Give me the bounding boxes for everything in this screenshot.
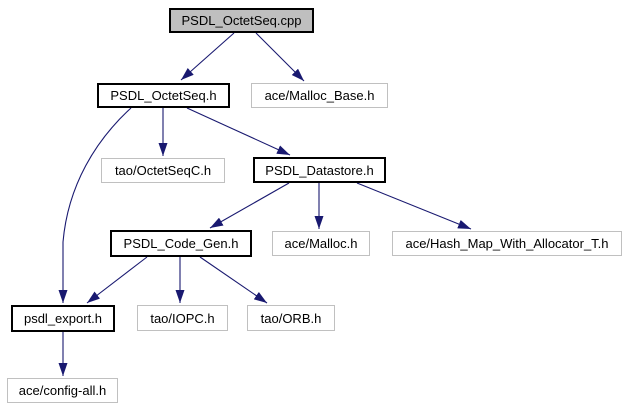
edge-psdl-octetseq-cpp-to-psdl-octetseq-h	[180, 32, 235, 81]
node-ace-malloc-base-h: ace/Malloc_Base.h	[251, 83, 388, 108]
node-label: tao/ORB.h	[260, 310, 322, 326]
node-label: ace/Malloc_Base.h	[264, 88, 375, 103]
node-label: ace/Malloc.h	[284, 236, 358, 251]
node-label: PSDL_Datastore.h	[265, 162, 374, 178]
node-label: tao/OctetSeqC.h	[114, 163, 212, 178]
edge-psdl-datastore-h-to-psdl-code-gen-h	[209, 182, 290, 229]
node-psdl-datastore-h[interactable]: PSDL_Datastore.h	[253, 157, 386, 183]
node-psdl-octetseq-h[interactable]: PSDL_OctetSeq.h	[97, 83, 230, 108]
edge-psdl-octetseq-cpp-to-ace-malloc-base-h	[255, 32, 305, 82]
node-label: psdl_export.h	[23, 311, 103, 326]
node-label: tao/IOPC.h	[150, 310, 215, 326]
node-tao-octetseqc-h: tao/OctetSeqC.h	[101, 158, 225, 183]
node-label: PSDL_OctetSeq.h	[110, 88, 217, 103]
edge-psdl-datastore-h-to-ace-hash-map-with-allocator-t-h	[356, 182, 472, 230]
node-ace-malloc-h: ace/Malloc.h	[272, 231, 370, 256]
node-psdl-octetseq-cpp[interactable]: PSDL_OctetSeq.cpp	[169, 8, 314, 33]
node-psdl-export-h[interactable]: psdl_export.h	[11, 305, 115, 332]
node-label: PSDL_Code_Gen.h	[123, 236, 239, 251]
edge-psdl-octetseq-h-to-psdl-export-h	[58, 107, 132, 303]
node-ace-hash-map-with-allocator-t-h: ace/Hash_Map_With_Allocator_T.h	[392, 231, 622, 256]
edge-psdl-code-gen-h-to-tao-orb-h	[199, 256, 268, 304]
node-label: PSDL_OctetSeq.cpp	[181, 13, 302, 28]
node-tao-iopc-h: tao/IOPC.h	[137, 305, 228, 331]
node-psdl-code-gen-h[interactable]: PSDL_Code_Gen.h	[110, 230, 252, 257]
node-ace-config-all-h: ace/config-all.h	[7, 378, 118, 403]
edge-psdl-octetseq-h-to-psdl-datastore-h	[186, 107, 291, 156]
edge-psdl-code-gen-h-to-psdl-export-h	[86, 256, 148, 304]
node-tao-orb-h: tao/ORB.h	[247, 305, 335, 331]
node-label: ace/config-all.h	[18, 383, 107, 398]
node-label: ace/Hash_Map_With_Allocator_T.h	[405, 236, 609, 251]
